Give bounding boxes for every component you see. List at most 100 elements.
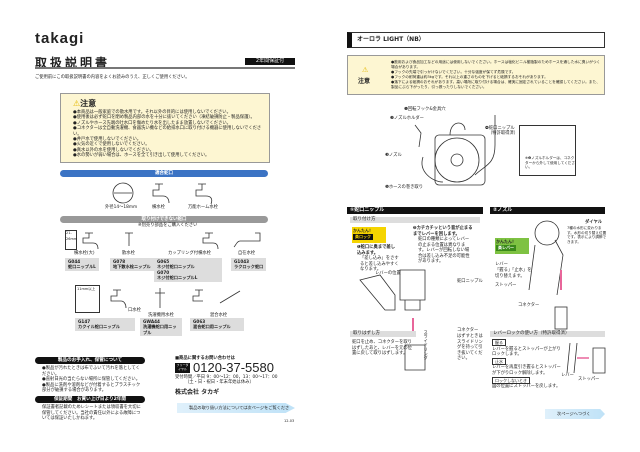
faucet-icon (152, 183, 170, 204)
suitable-faucets-bar: 適合蛇口 (60, 170, 268, 177)
free-dial-label: フリーダイヤル (175, 363, 190, 373)
size-box: 11mm以上 (75, 285, 100, 313)
warning-icon: ⚠ (73, 99, 81, 108)
remove-note: はずすときはスライドリングを持って引き抜いてください。 (457, 334, 483, 362)
caution-item: ●井戸水で使用しないでください。 (73, 137, 142, 143)
caution-item: ●フックの先端で引っかけないでください。十分な強度が保てず危険です。 (391, 70, 516, 74)
suitable-item: 万能ホーム水栓 (188, 205, 218, 210)
nozzle-illustration (528, 220, 568, 330)
remove-heading: 取りはずし方 (350, 331, 416, 337)
caution-item: ●火気の近くで使用しないでください。 (73, 142, 150, 148)
contact-heading: ■商品に関するお問い合わせは (175, 356, 235, 361)
diameter-icon (112, 182, 134, 204)
holder-note: ※❷ノズルホルダーは、コネクターから外して使用してください。 (525, 156, 575, 170)
connector-label: コネクター (518, 303, 540, 308)
suitable-item: 横水栓 (152, 205, 165, 210)
faucet-illustrations (112, 182, 213, 205)
care-item: ●製品に洗剤や溶剤などが付着するとプラスチック部分が破損する場合があります。 (42, 382, 141, 394)
easy-lever-badge: かんたん！楽レバー (495, 238, 529, 254)
part-label: ❹蛇口ニップル (485, 126, 515, 131)
lever-label: レバー (495, 262, 508, 267)
part-label: ❶回転フック&金具穴 (404, 107, 446, 112)
step1-note: 「差し込み」をさすると差し込みやすくなります。 (360, 256, 399, 273)
care-item: ●製品が汚れたときは布でふいて汚れを落としてください。 (42, 366, 140, 377)
faucet-label: 口水栓 (128, 308, 141, 313)
easy-lock-badge: かんたん！楽ロック (352, 227, 386, 243)
intro-text: ご使用前にこの取扱説明書の内容をよくお読みのうえ、正しくご使用ください。 (35, 75, 190, 80)
title-rule (35, 67, 295, 69)
document-code: 12-03 (284, 419, 295, 423)
phone-number: 0120-37-5580 (193, 360, 274, 375)
faucet-label: 混合水栓 (210, 313, 228, 318)
warning-icon: ⚠ (362, 66, 369, 74)
fig-stopper-label: ストッパー (578, 377, 600, 382)
slide-ring-label: スライドリング (422, 330, 428, 361)
mode-tag: 握る (492, 339, 506, 346)
care-heading: 製品のお手入れ、保管について (35, 357, 145, 364)
caution-item: ●ノズルやホース先端の吐水口を傷めたり水を出したまま放置しないでください。 (73, 120, 231, 126)
hose-reel-illustration (414, 115, 496, 186)
caution-title: 注意 (358, 78, 371, 85)
dial-label: ダイヤル (585, 220, 603, 225)
warranty-heading: 保証期間 お買い上げ日より2年間 (35, 396, 145, 403)
caution-item: ●落下による破損のおそれがあります。高い場所に取り付ける場合は、確実に固定されて… (391, 80, 600, 89)
caution-box: ⚠ 注意 ●飲用および食品加工などの用途には使用しないでください。ホースは塩化ビ… (347, 55, 605, 95)
faucet-icon (195, 183, 213, 205)
caution-title: ⚠注意 (73, 99, 97, 108)
caution-item: ●水の勢いが弱い場合は、ホースを全て引き出して使用してください。 (73, 153, 210, 159)
lever-text: 「握る」「止水」を切り替えます。 (495, 268, 532, 279)
caution-box: ⚠注意 ●本商品は一般家庭での散水用です。それ以外の目的には使用しないでください… (60, 93, 270, 163)
part-label: ❺ホースの巻き取り (385, 185, 424, 190)
suitable-item: 外径14〜18mm (105, 205, 138, 210)
mode-text: レバーを握るとストッパーが上がりロックします。 (492, 346, 561, 358)
continue-next-page-arrow: 次ページへつづく (545, 409, 605, 419)
dial-text: 7種の水形に変わります。水形の切り替え位置です。表示により調節できます。 (567, 226, 607, 244)
mode-text: 図の位置にストッパーを戻します。 (492, 384, 561, 390)
caution-item: ●使用後は必ず蛇口を閉め製品内部の水を十分に抜いてください（凍結破損防止・製品保… (73, 115, 255, 121)
care-list: ●製品が汚れたときは布でふいて汚れを落としてください。 ●直射日光の当たらない場… (42, 366, 142, 394)
remove-text: 蛇口を止め、コネクターを取りはずしたあと、レバーを元の位置に戻して取りはずします… (352, 340, 412, 357)
mode-tag: 止水 (492, 357, 506, 365)
part-label: （特許取得済） (488, 131, 519, 136)
step2: ❷カチカチッという音が止まるまでレバーを回します。 (413, 226, 473, 237)
lever-lock-modes: 握るレバーを握るとストッパーが上がりロックします。 止水レバーを再度引き握るとス… (492, 339, 562, 390)
caution-list: ●飲用および食品加工などの用途には使用しないでください。ホースは塩化ビニル樹脂製… (391, 60, 601, 90)
faucet-illustrations (82, 232, 261, 250)
contact-hours: 受付時間／平日 9：00〜12：00，13：00〜17：00 (175, 375, 278, 380)
company-name: 株式会社 タカギ (175, 389, 220, 396)
caution-list: ●本商品は一般家庭での散水用です。それ以外の目的には使用しないでください。 ●使… (73, 110, 268, 159)
section-faucet-nipple: ①蛇口ニップル (347, 207, 483, 214)
fig-lever-label: レバー (561, 373, 574, 378)
warranty-badge: 2年間保証付 (245, 58, 295, 65)
step2-note: 蛇口の種類によってレバーの止まる位置は異なります。レバーが回転しない場合は差し込… (418, 237, 470, 265)
size-box: 21-26mm (65, 230, 77, 250)
nipple-label: 蛇口ニップル (457, 279, 483, 284)
unsuitable-faucets-bar: 取り付けできない蛇口 (60, 216, 268, 223)
attach-heading: 取り付け方 (350, 217, 480, 223)
caution-item: ●飲用および食品加工などの用途には使用しないでください。ホースは塩化ビニル樹脂製… (391, 60, 601, 69)
faucet-label: 自在水栓 (238, 251, 256, 256)
faucet-label: 洗濯機用水栓 (148, 313, 174, 318)
step1: ❶蛇口に奥まで差し込みます。 (357, 245, 396, 256)
faucet-label: 散水栓 (122, 251, 135, 256)
lever-lock-illustration (566, 343, 606, 374)
stopper-label: ストッパー (495, 283, 517, 288)
caution-item: ●フックの耐荷重は約3kgです。それ以上の重さのものを下げると破損するおそれがあ… (391, 75, 548, 79)
faucet-label: カップリング付横水栓 (168, 251, 211, 256)
nipple-illustration (359, 269, 426, 371)
caution-item: ●真水以外の水を使用しないでください。 (73, 147, 154, 153)
mode-tag: ロックしないとき (492, 376, 530, 384)
part-label: ❸ノズル (385, 153, 402, 158)
hook-icon (449, 122, 466, 136)
part-label: ❷ノズルホルダー (390, 116, 424, 121)
contact-closed: （土・日・祝日・年末年始は休み） (185, 380, 254, 385)
connector-label: コネクター (457, 328, 479, 333)
warranty-text: 保証書者記載のためレシートまたは領収書を大切に保管してください。当社の責任以外に… (42, 405, 141, 422)
